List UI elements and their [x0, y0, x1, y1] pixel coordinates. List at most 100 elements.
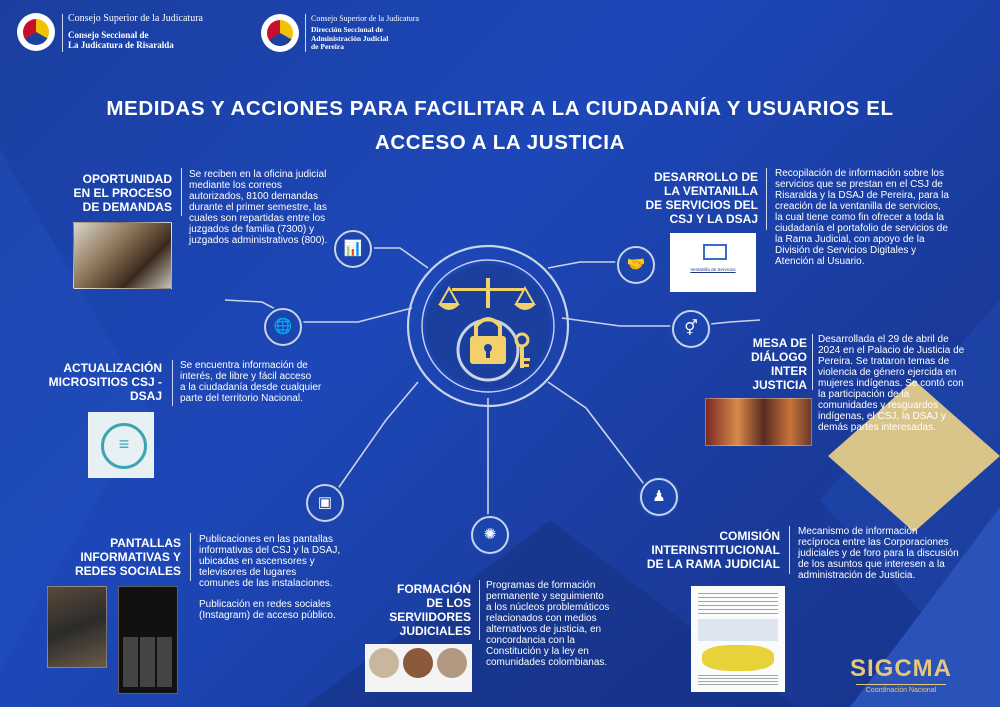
heading-line: CSJ Y LA DSAJ — [669, 212, 758, 226]
heading-line: DSAJ — [129, 389, 162, 403]
ventanilla-thumbnail: Ventanilla de Servicios — [670, 233, 756, 292]
connector-handshake — [547, 261, 625, 269]
text-line: comunidades colombianas. — [486, 657, 608, 668]
colombia-seal-icon — [261, 14, 299, 52]
colombia-seal-icon — [17, 13, 55, 51]
divider — [172, 360, 173, 406]
handshake-icon-node: 🤝 — [617, 246, 655, 284]
sigcma-brand: SIGCMA — [850, 655, 952, 682]
oportunidad-text: Se reciben en la oficina judicial median… — [189, 169, 354, 246]
heading-line: DE DEMANDAS — [82, 200, 172, 214]
connector-audience — [547, 381, 651, 493]
text-line: Publicación en redes sociales — [199, 599, 331, 610]
text-line: demás partes interesadas. — [818, 422, 936, 433]
screen-photo — [47, 586, 107, 668]
laptop-icon — [703, 244, 727, 260]
text-line: de los asuntos que interesen a la — [798, 559, 945, 570]
text-line: Se encuentra información de — [180, 360, 308, 371]
mesa-text: Desarrollada el 29 de abril de 2024 en e… — [818, 334, 988, 433]
text-line: juzgados administrativos (800). — [189, 235, 328, 246]
hub-inner-ring — [421, 259, 555, 393]
chat-bubble-icon: ≡ — [101, 423, 147, 469]
text-line: 2024 en el Palacio de Justicia de — [818, 345, 965, 356]
text-line: recíproca entre las Corporaciones — [798, 537, 949, 548]
presentation-icon: ▣ — [317, 494, 333, 511]
gender-icon: ⚥ — [684, 320, 698, 337]
presentation-icon-node: ▣ — [306, 484, 344, 522]
text-line: servicios que se prestan en el CSJ de — [775, 179, 943, 190]
text-line: indígenas, el CSJ, la DSAJ y — [818, 411, 946, 422]
heading-line: OPORTUNIDAD — [82, 172, 172, 186]
text-line: División de Servicios Digitales y — [775, 245, 917, 256]
divider — [181, 168, 182, 216]
divider — [190, 533, 191, 581]
scales-lock-key-icon — [438, 278, 536, 368]
text-line: Programas de formación — [486, 580, 596, 591]
heading-line: JUSTICIA — [752, 378, 807, 392]
text-line: mediante los correos — [189, 180, 282, 191]
comision-heading: COMISIÓN INTERINSTITUCIONAL DE LA RAMA J… — [630, 529, 780, 571]
text-line: (Instagram) de acceso público. — [199, 610, 336, 621]
text-line: juzgados de familia (7300) y — [189, 224, 315, 235]
microsite-thumbnail: ≡ — [88, 412, 154, 478]
actualizacion-heading: ACTUALIZACIÓN MICROSITIOS CSJ - DSAJ — [40, 361, 162, 403]
heading-line: LA VENTANILLA — [664, 184, 758, 198]
sigcma-sub: Coordinación Nacional — [856, 684, 946, 694]
heading-line: INFORMATIVAS Y — [80, 550, 181, 564]
text-line: a los núcleos problemáticos — [486, 602, 610, 613]
header-right: Consejo Superior de la Judicatura Direcc… — [311, 14, 419, 52]
heading-line: DE SERVICIOS DEL — [645, 198, 758, 212]
title-line2: ACCESO A LA JUSTICIA — [374, 131, 626, 154]
text-line: Se reciben en la oficina judicial — [189, 169, 327, 180]
text-line: Recopilación de información sobre los — [775, 168, 944, 179]
text-line: comunes de las instalaciones. — [199, 578, 333, 589]
text-line: Mecanismo de información — [798, 526, 918, 537]
header-left-line2: Consejo Seccional de — [68, 29, 149, 40]
text-line: autorizados, 8100 demandas — [189, 191, 318, 202]
connector-gender — [561, 317, 672, 327]
text-line: Desarrollada el 29 de abril de — [818, 334, 949, 345]
text-line: cuales son repartidas entre los — [189, 213, 326, 224]
text-line: Risaralda y la DSAJ de Pereira, para la — [775, 190, 949, 201]
desarrollo-text: Recopilación de información sobre los se… — [775, 168, 975, 267]
text-line: la cual tiene como fin ofrecer a toda la — [775, 212, 944, 223]
divider — [789, 526, 790, 574]
text-line: Constitución y la ley en — [486, 646, 589, 657]
text-line: administración de Justicia. — [798, 570, 916, 581]
text-line: Atención al Usuario. — [775, 256, 865, 267]
text-line: ciudadanía el portafolio de servicios de — [775, 223, 948, 234]
heading-line: JUDICIALES — [399, 624, 471, 638]
network-icon-node: ✺ — [471, 516, 509, 554]
heading-line: DESARROLLO DE — [653, 170, 758, 184]
mesa-heading: MESA DE DIÁLOGO INTER JUSTICIA — [728, 336, 807, 392]
chart-icon: 📊 — [343, 240, 363, 257]
text-line: durante el primer semestre, las — [189, 202, 327, 213]
title-line1: MEDIDAS Y ACCIONES PARA FACILITAR A LA C… — [106, 97, 894, 120]
heading-line: ACTUALIZACIÓN — [63, 361, 162, 375]
heading-line: PANTALLAS — [110, 536, 181, 550]
sigcma-logo: SIGCMA Coordinación Nacional — [846, 655, 956, 695]
globe-icon-node: 🌐 — [264, 308, 302, 346]
desarrollo-heading: DESARROLLO DE LA VENTANILLA DE SERVICIOS… — [630, 170, 758, 226]
hub-core — [426, 264, 550, 388]
heading-line: EN EL PROCESO — [73, 186, 172, 200]
instagram-screenshot — [118, 586, 178, 694]
hub-outer-ring — [406, 244, 570, 408]
network-icon: ✺ — [483, 526, 497, 543]
heading-line: MESA DE — [752, 336, 807, 350]
header-divider — [62, 14, 63, 52]
header-right-line1: Consejo Superior de la Judicatura — [311, 14, 419, 23]
divider — [479, 580, 480, 640]
heading-line: DIÁLOGO — [751, 350, 807, 364]
text-line: parte del territorio Nacional. — [180, 393, 303, 404]
text-line: relacionados con medios — [486, 613, 597, 624]
text-line: violencia de género ejercida en — [818, 367, 957, 378]
text-line: informativas del CSJ y la DSAJ, — [199, 545, 341, 556]
handshake-icon: 🤝 — [626, 256, 646, 273]
heading-line: MICROSITIOS CSJ - — [48, 375, 162, 389]
text-line: Pereira. Se trataron temas de — [818, 356, 950, 367]
comision-document — [691, 586, 785, 692]
text-line: a la ciudadanía desde cualquier — [180, 382, 322, 393]
text-line: concordancia con la — [486, 635, 575, 646]
divider — [812, 334, 813, 390]
